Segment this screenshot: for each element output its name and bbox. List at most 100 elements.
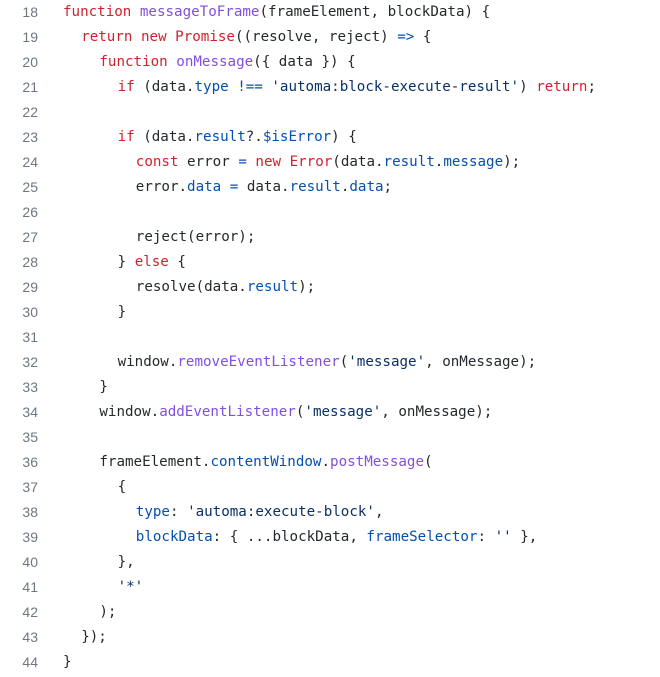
code-token: if [117,129,135,145]
line-number: 39 [22,529,38,545]
line-number: 27 [22,229,38,245]
code-token: 'message' [304,404,382,420]
line-number: 23 [22,129,38,145]
code-line: 24 const error = new Error(data.result.me… [0,150,660,175]
code-text: function onMessage({ data }) { [99,50,355,75]
code-line: 26 [0,200,660,225]
code-token: ; [383,179,393,195]
code-line: 18 function messageToFrame(frameElement, … [0,0,660,25]
code-token: . [434,154,444,170]
code-token: { [117,479,127,495]
code-token: (data. [134,129,195,145]
code-text: const error = new Error(data.result.mess… [136,150,520,175]
code-token: ( [424,454,433,470]
line-number: 34 [22,404,38,420]
code-token: ((resolve, reject) [234,29,398,45]
code-token: function [99,54,168,70]
code-text: frameElement.contentWindow.postMessage( [99,450,432,475]
code-token: data. [238,179,290,195]
code-token: 'automa:execute-block' [187,504,375,520]
code-text: error.data = data.result.data; [136,175,392,200]
code-token: onMessage [176,54,254,70]
code-token [281,154,290,170]
code-token: frameSelector [366,529,478,545]
code-token: ) { [331,129,357,145]
code-line: 34 window.addEventListener('message', onM… [0,400,660,425]
line-number: 38 [22,504,38,520]
code-text: if (data.type !== 'automa:block-execute-… [118,75,596,100]
code-token: type [194,79,229,95]
code-token: removeEventListener [177,354,340,370]
code-token: '' [494,529,512,545]
line-number: 24 [22,154,38,170]
line-number: 28 [22,254,38,270]
code-text: '*' [118,575,144,600]
code-token: message [443,154,504,170]
code-token: Error [289,154,333,170]
code-token: ); [503,154,521,170]
line-number: 21 [22,79,38,95]
code-text: } else { [118,250,186,275]
code-text: type: 'automa:execute-block', [136,500,384,525]
code-token: result [246,279,299,295]
code-token: function [63,4,132,20]
code-token: $isError [262,129,332,145]
code-token: postMessage [330,454,424,470]
code-line: 23 if (data.result?.$isError) { [0,125,660,150]
code-token: } [117,254,135,270]
code-token: }); [81,629,107,645]
code-text: window.addEventListener('message', onMes… [99,400,492,425]
code-token: = [229,179,239,195]
code-token: (frameElement, blockData) { [259,4,491,20]
code-token: messageToFrame [139,4,260,20]
code-token: data [187,179,222,195]
code-text: resolve(data.result); [136,275,315,300]
code-token: }, [117,554,135,570]
code-token: ); [99,604,117,620]
code-text: return new Promise((resolve, reject) => … [81,25,431,50]
code-token: : [169,504,188,520]
code-text: if (data.result?.$isError) { [118,125,357,150]
code-token: error [178,154,239,170]
code-line: 35 [0,425,660,450]
code-text: blockData: { ...blockData, frameSelector… [136,525,537,550]
line-number: 22 [22,104,38,120]
code-line: 38 type: 'automa:execute-block', [0,500,660,525]
code-text: }); [81,625,107,650]
code-token: contentWindow [210,454,322,470]
line-number: 36 [22,454,38,470]
code-token [131,4,140,20]
code-token: . [321,454,331,470]
line-number: 26 [22,204,38,220]
code-token: data [349,179,384,195]
code-line: 30} [0,300,660,325]
code-token: ); [298,279,316,295]
code-token [168,54,177,70]
code-token: new [140,29,167,45]
code-text: { [118,475,127,500]
code-token: return [81,29,133,45]
code-token: type [135,504,170,520]
code-token: Promise [175,29,235,45]
code-token: : [477,529,495,545]
code-token [132,29,141,45]
code-token: addEventListener [159,404,296,420]
code-line: 31 [0,325,660,350]
code-token: return [536,79,588,95]
code-token: } [99,379,108,395]
code-token: new [255,154,282,170]
code-line: 22 [0,100,660,125]
line-number: 18 [22,4,38,20]
line-number: 41 [22,579,38,595]
code-token: window. [117,354,178,370]
code-line: 36 frameElement.contentWindow.postMessage… [0,450,660,475]
code-token [221,179,230,195]
code-token: (data. [134,79,195,95]
code-text: window.removeEventListener('message', on… [118,350,537,375]
